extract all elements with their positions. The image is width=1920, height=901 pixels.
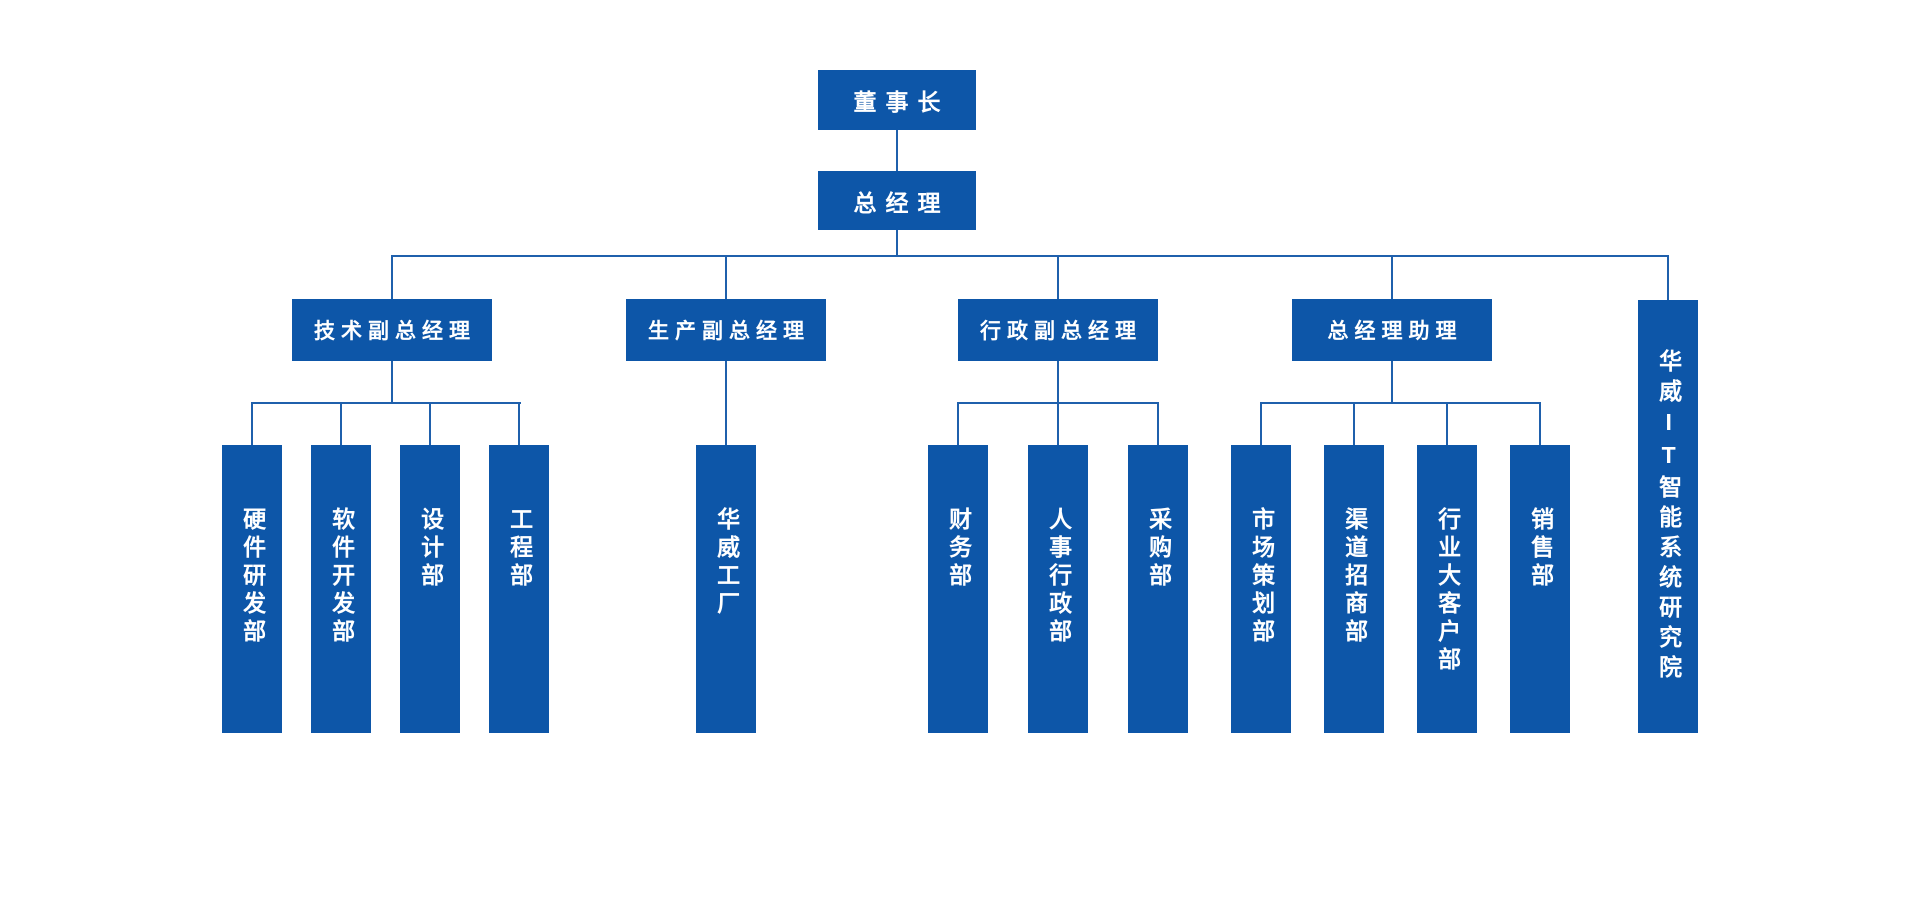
node-factory: 华威工厂 <box>696 445 756 733</box>
node-dept-marketing-planning: 市场策划部 <box>1231 445 1291 733</box>
dept-label: 采购部 <box>1145 507 1172 591</box>
node-gm-assistant: 总经理助理 <box>1292 299 1492 361</box>
connector-admin-drop-3 <box>1157 402 1159 445</box>
connector-drop-tech <box>391 255 393 299</box>
node-dept-sales: 销售部 <box>1510 445 1570 733</box>
connector-tech-drop-1 <box>251 402 253 445</box>
node-dept-software-dev: 软件开发部 <box>311 445 371 733</box>
connector-assist-rail <box>1260 402 1541 404</box>
connector-drop-assist <box>1391 255 1393 299</box>
connector-assist-stem <box>1391 361 1393 403</box>
connector-tech-drop-3 <box>429 402 431 445</box>
connector-drop-research <box>1667 255 1669 300</box>
node-research-institute: 华威IT智能系统研究院 <box>1638 300 1698 733</box>
connector-gm-rail <box>896 230 898 257</box>
research-institute-label: 华威IT智能系统研究院 <box>1655 348 1682 685</box>
dept-label: 工程部 <box>506 507 533 591</box>
connector-main-rail <box>391 255 1669 257</box>
dept-label: 渠道招商部 <box>1341 507 1368 647</box>
node-dept-design: 设计部 <box>400 445 460 733</box>
node-dept-hr-admin: 人事行政部 <box>1028 445 1088 733</box>
node-vp-production: 生产副总经理 <box>626 299 826 361</box>
connector-admin-drop-1 <box>957 402 959 445</box>
connector-tech-stem <box>391 361 393 403</box>
node-dept-channel-investment: 渠道招商部 <box>1324 445 1384 733</box>
connector-admin-drop-2 <box>1057 402 1059 445</box>
dept-label: 销售部 <box>1527 507 1554 591</box>
connector-tech-drop-2 <box>340 402 342 445</box>
connector-admin-stem <box>1057 361 1059 403</box>
dept-label: 人事行政部 <box>1045 507 1072 647</box>
dept-label: 设计部 <box>417 507 444 591</box>
connector-assist-drop-4 <box>1539 402 1541 445</box>
dept-label: 软件开发部 <box>328 507 355 647</box>
dept-label: 市场策划部 <box>1248 507 1275 647</box>
connector-drop-admin <box>1057 255 1059 299</box>
dept-label: 财务部 <box>945 507 972 591</box>
node-dept-key-accounts: 行业大客户部 <box>1417 445 1477 733</box>
node-dept-finance: 财务部 <box>928 445 988 733</box>
connector-assist-drop-3 <box>1446 402 1448 445</box>
connector-tech-drop-4 <box>518 402 520 445</box>
dept-label: 行业大客户部 <box>1434 507 1461 675</box>
node-vp-admin: 行政副总经理 <box>958 299 1158 361</box>
node-dept-engineering: 工程部 <box>489 445 549 733</box>
dept-label: 硬件研发部 <box>239 507 266 647</box>
connector-prod-stem <box>725 361 727 445</box>
node-general-manager: 总经理 <box>818 171 976 230</box>
connector-chairman-gm <box>896 129 898 171</box>
connector-assist-drop-2 <box>1353 402 1355 445</box>
node-dept-hardware-rd: 硬件研发部 <box>222 445 282 733</box>
connector-tech-rail <box>251 402 521 404</box>
node-vp-tech: 技术副总经理 <box>292 299 492 361</box>
dept-label: 华威工厂 <box>713 507 740 619</box>
connector-assist-drop-1 <box>1260 402 1262 445</box>
node-chairman: 董事长 <box>818 70 976 130</box>
connector-drop-prod <box>725 255 727 299</box>
node-dept-procurement: 采购部 <box>1128 445 1188 733</box>
